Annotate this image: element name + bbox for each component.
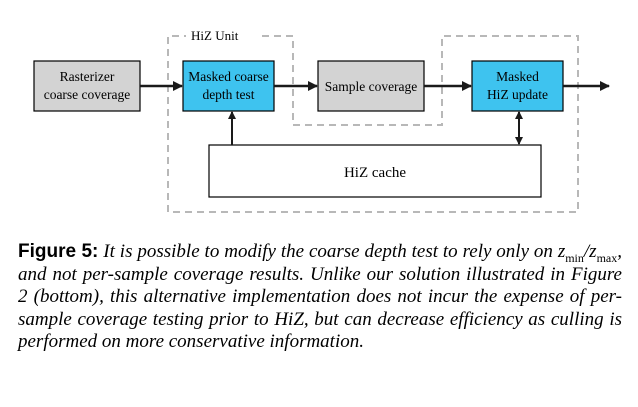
masked-depth-label-line1: Masked coarse — [188, 69, 269, 84]
rasterizer-label-line2: coarse coverage — [44, 87, 131, 102]
masked-update-label-line2: HiZ update — [487, 87, 548, 102]
hiz-cache-box: HiZ cache — [208, 144, 542, 198]
pipeline-diagram: HiZ Unit Rasterizer coarse coverage Mask… — [33, 28, 610, 213]
masked-depth-test-box: Masked coarse depth test — [182, 60, 275, 112]
figure-number: Figure 5: — [18, 241, 99, 262]
hiz-unit-label: HiZ Unit — [191, 28, 239, 43]
rasterizer-label-line1: Rasterizer — [60, 69, 115, 84]
caption-text-before: It is possible to modify the coarse dept… — [98, 241, 558, 262]
hiz-cache-label: HiZ cache — [344, 165, 406, 181]
hiz-unit-border — [167, 35, 579, 213]
caption-text-after: , and not per-sample coverage results. U… — [18, 241, 622, 352]
rasterizer-box: Rasterizer coarse coverage — [33, 60, 141, 112]
sample-coverage-label: Sample coverage — [325, 79, 418, 94]
caption-math-zmax: zmax — [589, 241, 618, 265]
caption-math-zmin: zmin — [557, 241, 584, 265]
masked-hiz-update-box: Masked HiZ update — [471, 60, 564, 112]
masked-update-label-line1: Masked — [496, 69, 539, 84]
figure-caption: Figure 5: It is possible to modify the c… — [18, 241, 622, 352]
masked-depth-label-line2: depth test — [202, 87, 254, 102]
sample-coverage-box: Sample coverage — [317, 60, 425, 112]
